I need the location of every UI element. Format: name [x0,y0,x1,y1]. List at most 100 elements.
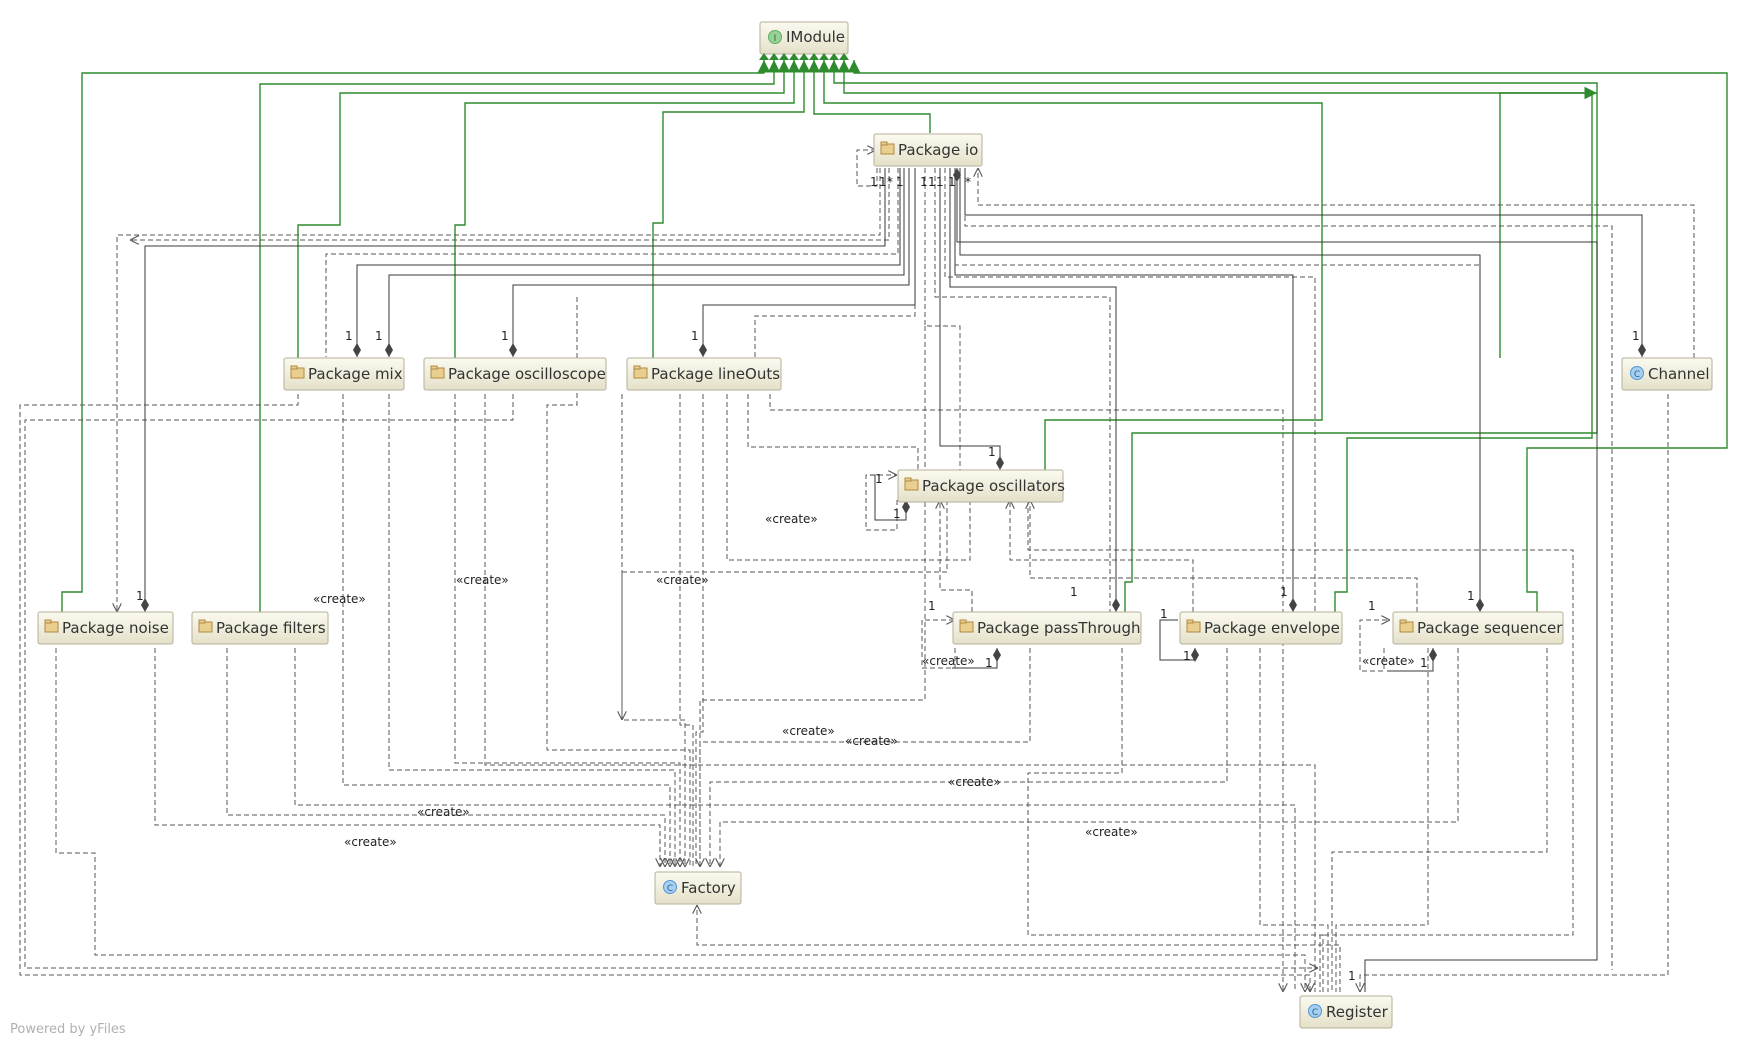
dependency-edge-envelope-oscillators [1010,500,1194,612]
class-icon [663,880,677,894]
dependency-edge-oscilloscope-x [24,394,1318,968]
composition-edge-io-mix [353,168,901,357]
dependency-edge-lineouts-b [695,394,704,867]
create-label-8: «create» [845,734,898,748]
inheritance-arrowheads [759,53,849,60]
composition-edge-io-channel [964,168,1646,357]
composition-edge-io-mix2 [385,168,905,357]
node-imodule[interactable]: I IModule [759,21,849,60]
dependency-edge-envelope-register [1259,648,1329,992]
dependency-edge-mix-register [19,394,1310,992]
package-icon [430,365,445,379]
node-label-imodule: IModule [786,28,845,46]
node-class-channel[interactable]: C Channel [1621,357,1713,391]
inheritance-edges [61,59,1728,612]
node-package-passthrough[interactable]: Package passThrough [952,611,1142,645]
dependency-edge-io-factory [699,326,926,867]
mult-label-oscillators-self-2: 1 [893,507,901,521]
class-icon-letter: C [1312,1008,1318,1018]
inheritance-edge-mix [297,59,791,358]
mult-label-io-4: 1 [896,175,904,189]
package-icon [1399,619,1414,633]
create-label-5: «create» [922,654,975,668]
composition-edge-io-sequencer [959,168,1484,612]
node-package-mix[interactable]: Package mix [283,357,405,391]
node-package-sequencer[interactable]: Package sequencer [1392,611,1564,645]
composition-edge-io-noise [141,168,886,612]
mult-label-oscillators: 1 [988,445,996,459]
node-label-mix: Package mix [308,365,403,383]
mult-label-oscilloscope: 1 [501,329,509,343]
mult-label-oscillators-self-1: 1 [875,472,883,486]
powered-by-footer: Powered by yFiles [10,1022,126,1037]
class-icon-letter: C [1634,370,1640,380]
mult-label-envelope: 1 [1280,585,1288,599]
dependency-edge-io-envelope [964,168,1613,970]
dependency-edge-passthrough-register [1027,648,1324,992]
node-package-oscillators[interactable]: Package oscillators [897,469,1065,503]
dependency-edge-oscilloscope-register [484,394,1316,992]
package-icon [904,477,919,491]
inheritance-edge-oscillators [817,59,1323,470]
node-label-io: Package io [898,141,978,159]
inheritance-edge-io [807,59,931,133]
node-label-sequencer: Package sequencer [1417,619,1563,637]
dependency-edge-register-factory [697,905,1341,992]
composition-edges [141,168,1646,992]
nodes: I IModule Package io [37,21,1713,1029]
node-package-io[interactable]: Package io [873,133,983,167]
composition-edge-io-lineouts [699,168,916,357]
mult-label-io-9: * [965,175,971,189]
mult-label-mix-2: 1 [375,329,383,343]
package-icon [1186,619,1201,633]
node-package-envelope[interactable]: Package envelope [1179,611,1343,645]
dependency-edge-sequencer-self [1359,620,1390,672]
composition-edge-io-envelope [954,168,1297,612]
inheritance-edge-channel [1499,86,1597,358]
mult-label-register: 1 [1348,969,1356,983]
mult-label-mix-1: 1 [345,329,353,343]
inheritance-edge-passthrough [827,59,1598,612]
create-label-9: «create» [948,775,1001,789]
interface-icon [768,30,782,44]
node-package-lineouts[interactable]: Package lineOuts [626,357,782,391]
dependency-edge-io-noise [130,168,890,240]
inheritance-edge-noise [61,59,771,612]
create-edge-noise-factory [154,648,660,867]
composition-edge-io-passthrough [949,168,1120,612]
dependency-edge-lineouts-d [747,394,919,470]
mult-label-io-7: 1 [936,175,944,189]
mult-label-io-3: * [887,175,893,189]
dependency-edge-io-mix2 [325,168,899,357]
composition-edge-envelope-self [1159,619,1199,662]
create-label-11: «create» [1085,825,1138,839]
mult-label-noise: 1 [136,589,144,603]
mult-label-io-6: 1 [928,175,936,189]
node-class-factory[interactable]: C Factory [654,871,742,905]
dependency-edge-filters-register [294,648,1296,992]
dependency-edge-io-oscillators [924,168,961,470]
inheritance-edge-oscilloscope [454,59,801,358]
package-icon [198,619,213,633]
mult-label-passthrough-self-1: 1 [928,599,936,613]
create-label-6: «create» [1362,654,1415,668]
mult-label-io-5: 1 [920,175,928,189]
node-label-factory: Factory [681,879,736,897]
mult-label-passthrough-self-2: 1 [985,656,993,670]
composition-edge-io-oscillators [939,168,1004,470]
node-package-oscilloscope[interactable]: Package oscilloscope [423,357,607,391]
node-package-noise[interactable]: Package noise [37,611,174,645]
node-package-filters[interactable]: Package filters [191,611,329,645]
create-edge-envelope-factory [710,648,1228,867]
create-label-7: «create» [782,724,835,738]
inheritance-edge-sequencer [847,59,1728,612]
mult-label-io-8: 1 [948,175,956,189]
inheritance-edge-lineouts [652,59,811,358]
create-label-12: «create» [344,835,397,849]
node-class-register[interactable]: C Register [1299,995,1393,1029]
mult-label-sequencer: 1 [1467,589,1475,603]
class-icon-letter: C [667,884,673,894]
create-edge-mix-factory [342,394,670,867]
dependency-edge-io-lineouts [754,168,916,357]
